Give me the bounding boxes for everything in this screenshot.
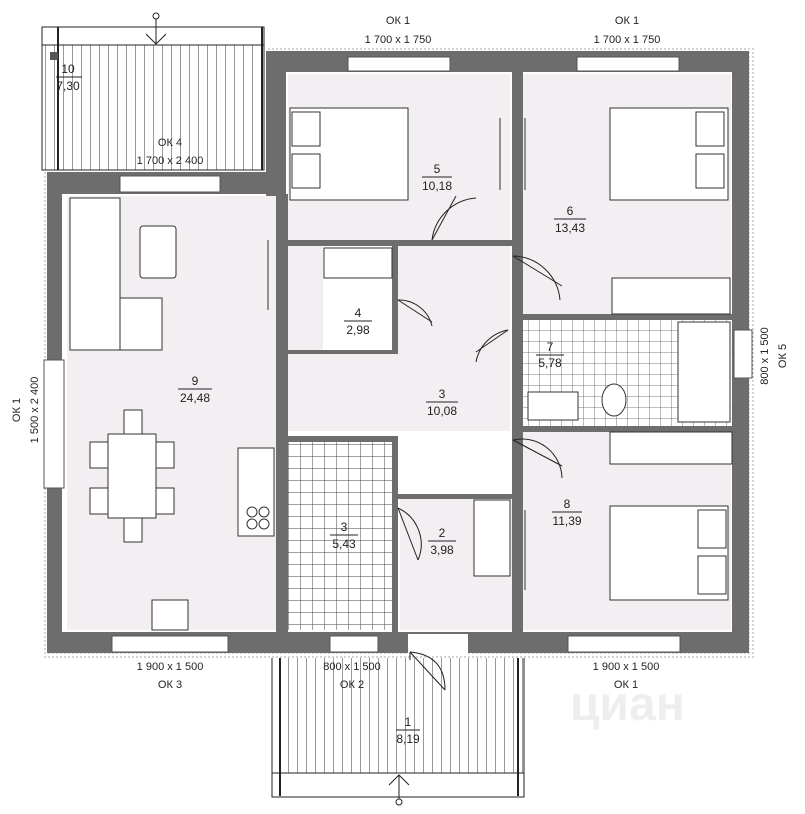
room-6-number: 6 — [567, 204, 574, 218]
window-ok5-size: 800 x 1 500 — [759, 327, 771, 385]
window-labels: ОК 1 1 700 x 1 750 ОК 1 1 700 x 1 750 ОК… — [11, 15, 789, 691]
room-2-area: 3,98 — [430, 543, 454, 557]
room-9-number: 9 — [192, 374, 199, 388]
room-10-area: 7,30 — [56, 79, 80, 93]
doors — [397, 195, 563, 691]
room-4-number: 4 — [355, 306, 362, 320]
window-ok4-name: ОК 4 — [158, 137, 182, 149]
terrace-10 — [41, 12, 265, 171]
room-3-hall-area: 10,08 — [427, 404, 457, 418]
room-5-number: 5 — [434, 162, 441, 176]
room-3-tiled-number: 3 — [341, 520, 348, 534]
window-ok1-top-right-size: 1 700 x 1 750 — [594, 34, 661, 46]
window-ok1-left-name: ОК 1 — [11, 398, 23, 422]
window-ok1-bottom-right-size: 1 900 x 1 500 — [593, 661, 660, 673]
window-ok1-bottom-right-name: ОК 1 — [614, 679, 638, 691]
window-ok4-size: 1 700 х 2 400 — [137, 155, 204, 167]
room-3-hall-number: 3 — [439, 387, 446, 401]
room-8-number: 8 — [564, 497, 571, 511]
room-5-area: 10,18 — [422, 179, 452, 193]
room-2-number: 2 — [439, 526, 446, 540]
window-ok3-size: 1 900 x 1 500 — [137, 661, 204, 673]
room-9-area: 24,48 — [180, 391, 210, 405]
porch-1 — [271, 655, 525, 806]
room-7-number: 7 — [547, 340, 554, 354]
window-ok1-left-size: 1 500 x 2 400 — [29, 377, 41, 444]
window-ok1-top-right-name: ОК 1 — [615, 15, 639, 27]
room-1-area: 8,19 — [396, 732, 420, 746]
room-labels: 10 7,30 5 10,18 6 13,43 4 2,98 7 5,78 9 … — [56, 62, 586, 746]
room-6-area: 13,43 — [555, 221, 585, 235]
room-8-area: 11,39 — [552, 514, 581, 528]
interior-walls — [276, 72, 733, 634]
window-ok2-size: 800 x 1 500 — [323, 661, 381, 673]
room-7-area: 5,78 — [538, 356, 562, 370]
window-ok2-name: ОК 2 — [340, 679, 364, 691]
room-1-number: 1 — [405, 715, 412, 729]
window-ok5-name: ОК 5 — [777, 344, 789, 368]
room-4-area: 2,98 — [346, 323, 370, 337]
windows — [43, 56, 753, 653]
window-ok1-top-left-name: ОК 1 — [386, 15, 410, 27]
window-ok1-top-left-size: 1 700 x 1 750 — [365, 34, 432, 46]
window-ok3-name: ОК 3 — [158, 679, 182, 691]
room-10-number: 10 — [61, 62, 75, 76]
furniture — [69, 107, 733, 631]
watermark: циан — [570, 678, 685, 731]
room-3-tiled-area: 5,43 — [332, 537, 356, 551]
